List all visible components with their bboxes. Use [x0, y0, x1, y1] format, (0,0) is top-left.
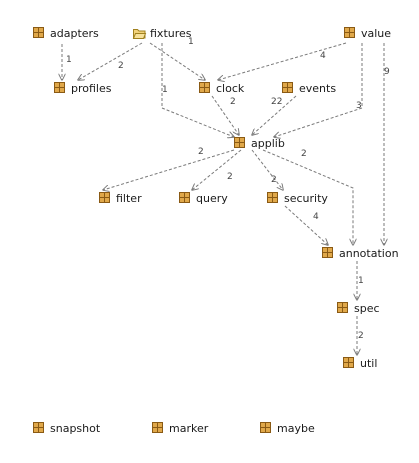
package-icon	[234, 137, 245, 148]
node-layer: adapters fixtures value profiles clock events…	[33, 27, 399, 435]
node-value[interactable]: value	[344, 27, 392, 40]
node-label: query	[196, 192, 228, 205]
edge-weight-label: 1	[162, 85, 168, 95]
edge-applib-to-filter: 2	[103, 147, 235, 190]
edge-value-to-applib: 3	[274, 43, 363, 137]
edge-fixtures-to-profiles: 2	[78, 42, 143, 80]
node-profiles[interactable]: profiles	[54, 82, 112, 95]
package-icon	[199, 82, 210, 93]
node-label: spec	[354, 302, 380, 315]
edge-value-to-clock: 4	[218, 42, 347, 80]
node-label: filter	[116, 192, 142, 205]
edge-fixtures-to-clock: 1	[149, 37, 205, 80]
node-annotation[interactable]: annotation	[322, 247, 399, 260]
edge-weight-label: 2	[118, 61, 124, 71]
node-label: clock	[216, 82, 245, 95]
node-events[interactable]: events	[282, 82, 337, 95]
edge-line	[161, 43, 234, 137]
edge-weight-label: 1	[358, 276, 364, 286]
package-icon	[267, 192, 278, 203]
package-icon	[33, 422, 44, 433]
node-util[interactable]: util	[343, 357, 378, 370]
node-filter[interactable]: filter	[99, 192, 143, 205]
package-icon	[152, 422, 163, 433]
edge-security-to-annotation: 4	[284, 205, 328, 245]
package-icon	[33, 27, 44, 38]
edge-fixtures-to-applib: 1	[161, 43, 234, 137]
node-clock[interactable]: clock	[199, 82, 245, 95]
folder-icon	[132, 29, 147, 39]
node-spec[interactable]: spec	[337, 302, 380, 315]
node-label: adapters	[50, 27, 99, 40]
edge-weight-label: 22	[271, 97, 282, 107]
edge-weight-label: 1	[66, 55, 72, 65]
edge-weight-label: 2	[358, 331, 364, 341]
edge-events-to-applib: 22	[252, 95, 297, 135]
package-icon	[54, 82, 65, 93]
edge-weight-label: 2	[227, 172, 233, 182]
node-label: events	[299, 82, 336, 95]
edge-weight-label: 2	[198, 147, 204, 157]
edge-weight-label: 2	[301, 149, 307, 159]
node-query[interactable]: query	[179, 192, 229, 205]
edge-line	[262, 149, 353, 245]
node-maybe[interactable]: maybe	[260, 422, 315, 435]
node-applib[interactable]: applib	[234, 137, 285, 150]
node-label: maybe	[277, 422, 315, 435]
package-icon	[337, 302, 348, 313]
node-label: annotation	[339, 247, 399, 260]
edge-weight-label: 2	[230, 97, 236, 107]
edge-line	[192, 149, 242, 190]
package-icon	[179, 192, 190, 203]
edge-weight-label: 1	[188, 37, 194, 47]
edge-line	[78, 42, 143, 80]
package-icon	[343, 357, 354, 368]
edge-weight-label: 4	[320, 51, 326, 61]
package-icon	[99, 192, 110, 203]
package-icon	[344, 27, 355, 38]
edge-line	[149, 42, 205, 80]
edge-weight-label: 3	[356, 101, 362, 111]
node-label: applib	[251, 137, 285, 150]
node-marker[interactable]: marker	[152, 422, 209, 435]
edge-weight-label: 9	[384, 67, 390, 77]
edge-line	[284, 205, 328, 245]
edge-applib-to-query: 2	[192, 149, 242, 190]
edge-line	[218, 42, 347, 80]
edge-weight-label: 4	[313, 212, 319, 222]
package-icon	[260, 422, 271, 433]
node-adapters[interactable]: adapters	[33, 27, 100, 40]
node-label: profiles	[71, 82, 112, 95]
edge-line	[103, 149, 235, 190]
edge-line	[274, 43, 363, 137]
edge-clock-to-applib: 2	[211, 95, 239, 135]
edge-weight-label: 2	[271, 175, 277, 185]
node-snapshot[interactable]: snapshot	[33, 422, 101, 435]
edge-adapters-to-profiles: 1	[62, 44, 72, 80]
node-label: marker	[169, 422, 209, 435]
node-security[interactable]: security	[267, 192, 329, 205]
node-label: fixtures	[150, 27, 192, 40]
edge-line	[251, 149, 283, 190]
edge-applib-to-security: 2	[251, 149, 283, 190]
package-icon	[282, 82, 293, 93]
edge-applib-to-annotation: 2	[262, 149, 353, 245]
edge-value-to-annotation: 9	[384, 43, 390, 245]
node-label: snapshot	[50, 422, 101, 435]
node-label: security	[284, 192, 328, 205]
edge-annotation-to-spec: 1	[357, 261, 364, 300]
node-label: util	[360, 357, 377, 370]
package-icon	[322, 247, 333, 258]
node-label: value	[361, 27, 391, 40]
node-fixtures[interactable]: fixtures	[132, 27, 192, 40]
edge-line	[211, 95, 239, 135]
edge-spec-to-util: 2	[357, 316, 364, 355]
